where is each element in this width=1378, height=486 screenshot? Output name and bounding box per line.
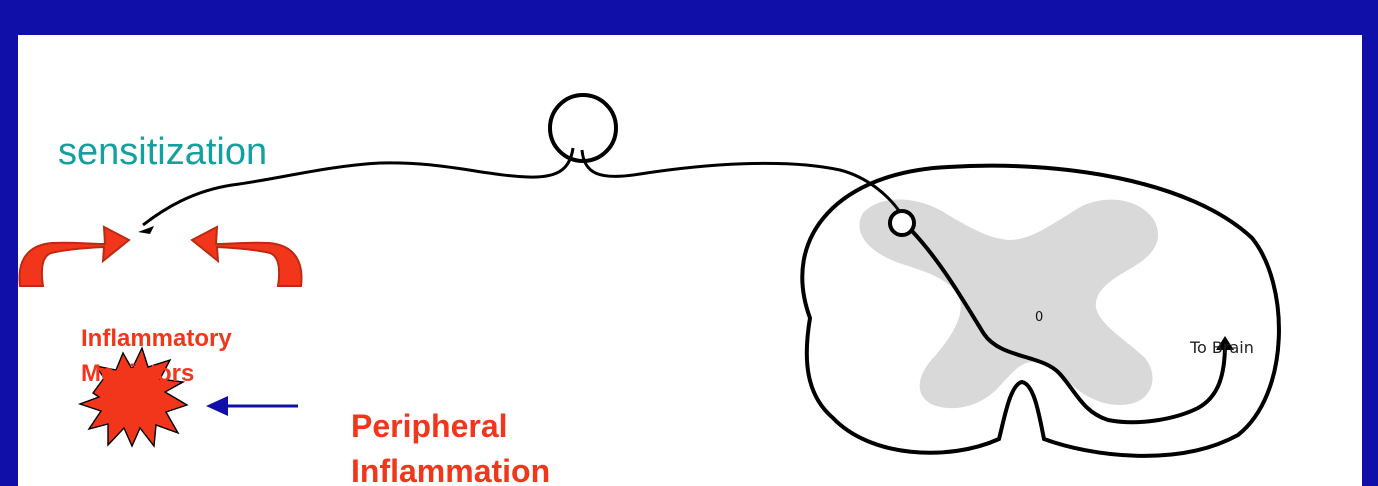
central-canal-label: 0 [1035,310,1044,325]
peripheral-inflammation-label: Peripheral Inflammation [351,404,550,486]
mediators-label-line-1: Inflammatory [81,325,232,352]
inflammation-label-line-2: Inflammation [351,453,551,486]
curved-arrow-icon-right [190,225,303,287]
inflammatory-mediators-label: Inflammatory Mediators [81,321,232,391]
spinal-cord-cross-section [800,163,1281,458]
inflammation-label-line-1: Peripheral [351,408,508,444]
inflammation-starburst-icon [77,346,189,448]
curved-arrow-icon-left [18,225,131,287]
left-arrow-icon [206,396,298,416]
dorsal-horn-synapse [888,209,916,237]
ascending-tract [910,229,1227,425]
gray-matter [859,199,1159,409]
slide-left-frame [0,0,18,486]
mediators-label-line-2: Mediators [81,360,195,387]
to-brain-label: To Brain [1190,338,1254,357]
to-brain-arrow-icon [1216,336,1234,350]
slide-right-frame [1362,0,1378,486]
slide-top-frame [0,0,1378,35]
sensory-neuron [138,93,1234,425]
peripheral-nerve-fiber [142,147,575,227]
slide-content: sensitization Inflammatory Mediators Per… [18,35,1362,486]
slide-title: sensitization [58,131,268,173]
central-nerve-fiber [580,149,902,213]
free-nerve-ending [138,226,154,234]
pain-pathway-diagram [18,93,1281,458]
